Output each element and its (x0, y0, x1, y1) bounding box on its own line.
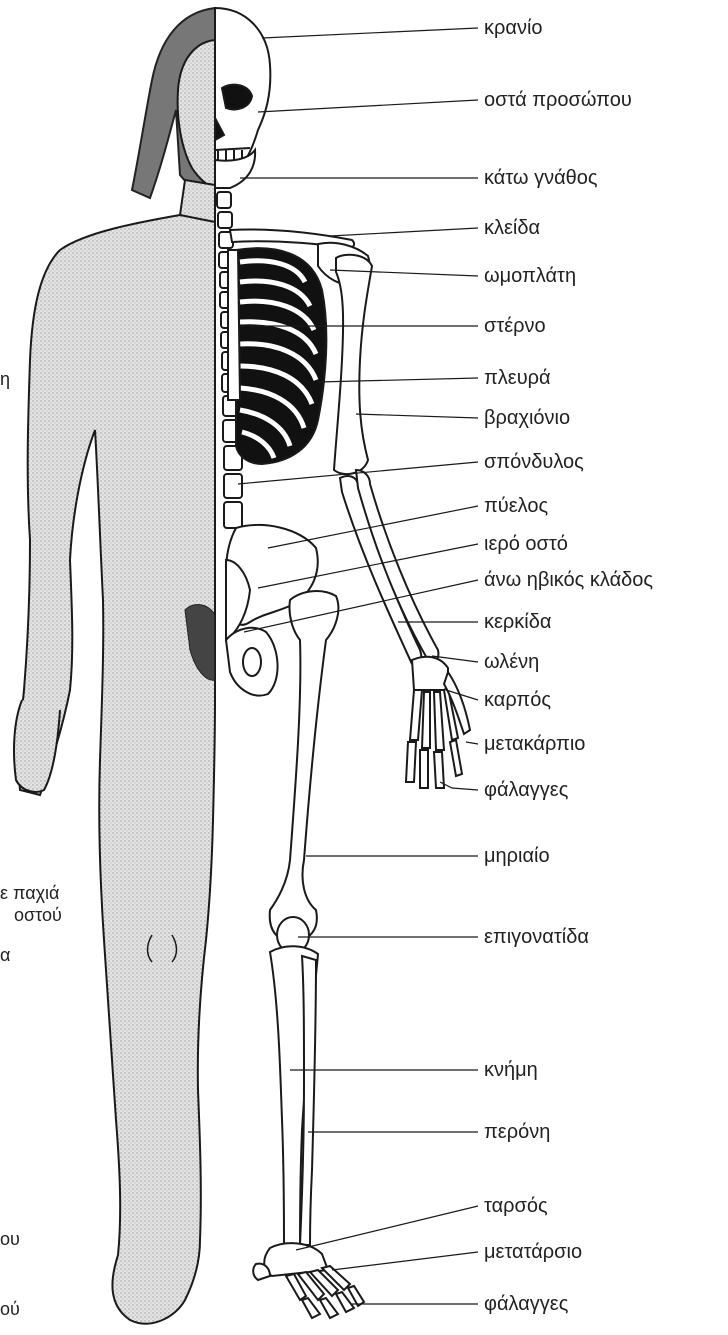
hand-bones (406, 657, 470, 788)
body-half (14, 8, 215, 1324)
label-scapula: ωμοπλάτη (484, 266, 576, 286)
label-metatarsus: μετατάρσιο (484, 1242, 582, 1262)
leader-clavicle (330, 228, 478, 236)
label-pubic-ramus: άνω ηβικός κλάδος (484, 570, 653, 590)
label-clavicle: κλείδα (484, 218, 540, 238)
label-metacarpus: μετακάρπιο (484, 734, 585, 754)
label-radius: κερκίδα (484, 612, 551, 632)
label-ribs: πλευρά (484, 368, 551, 388)
fragment-text: ου (0, 1230, 20, 1248)
label-pelvis: πύελος (484, 496, 548, 516)
label-carpus: καρπός (484, 690, 551, 710)
label-foot-phalanges: φάλαγγες (484, 1294, 568, 1314)
label-vertebra: σπόνδυλος (484, 452, 584, 472)
femur (270, 591, 339, 942)
label-cranium: κρανίο (484, 18, 543, 38)
leader-metacarpus (466, 742, 478, 744)
leader-hand-phalanges (440, 782, 478, 790)
fragment-text: ού (0, 1300, 20, 1318)
foot-bones (253, 1243, 364, 1318)
label-humerus: βραχιόνιο (484, 408, 570, 428)
humerus (334, 255, 372, 474)
fragment-text: η (0, 370, 10, 388)
obturator (243, 648, 261, 676)
leader-metatarsus (332, 1252, 478, 1270)
label-ulna: ωλένη (484, 652, 539, 672)
fragment-text: ε παχιά (0, 884, 59, 902)
label-patella: επιγονατίδα (484, 927, 589, 947)
leader-facial-bones (258, 100, 478, 112)
fragment-text: οστού (14, 906, 62, 924)
fragment-text: α (0, 946, 10, 964)
radius (340, 476, 421, 665)
skeleton-half (215, 8, 470, 1318)
label-mandible: κάτω γνάθος (484, 168, 598, 188)
label-hand-phalanges: φάλαγγες (484, 780, 568, 800)
label-sternum: στέρνο (484, 316, 546, 336)
hand (14, 700, 60, 792)
orbit (222, 85, 252, 110)
label-fibula: περόνη (484, 1122, 550, 1142)
leader-cranium (262, 28, 478, 38)
leader-humerus (356, 414, 478, 418)
label-femur: μηριαίο (484, 846, 550, 866)
label-tibia: κνήμη (484, 1060, 538, 1080)
sternum (228, 250, 240, 400)
label-facial-bones: οστά προσώπου (484, 90, 632, 110)
leader-tarsus (296, 1206, 478, 1250)
label-tarsus: ταρσός (484, 1196, 548, 1216)
label-sacrum: ιερό οστό (484, 534, 568, 554)
